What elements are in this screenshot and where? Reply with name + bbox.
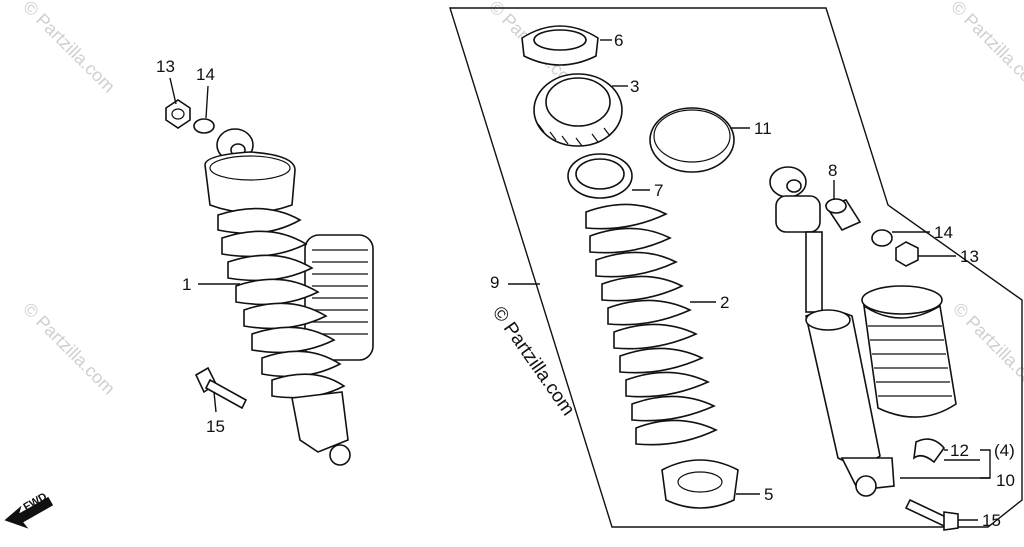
fwd-arrow: FWD <box>4 491 54 529</box>
lower-eye <box>329 444 351 466</box>
watermark-top-right: © Partzilla.com <box>947 0 1024 97</box>
right-bolt-15 <box>904 498 959 531</box>
left-washer-14 <box>193 118 215 134</box>
callout-11: 11 <box>754 119 772 138</box>
clip-12 <box>912 438 946 464</box>
bushing-8 <box>824 198 862 232</box>
callout-14-left: 14 <box>196 65 215 84</box>
callout-qty: (4) <box>994 441 1015 460</box>
left-bolt-15 <box>194 366 248 410</box>
callout-3: 3 <box>630 77 639 96</box>
callout-9: 9 <box>490 273 499 292</box>
callout-14-right: 14 <box>934 223 953 242</box>
watermark-bottom-right: © Partzilla.com <box>949 299 1024 399</box>
rubber-boot <box>861 285 957 418</box>
watermark-bottom-left: © Partzilla.com <box>19 299 119 399</box>
callout-numbers: 1 13 14 15 6 3 11 7 2 9 5 8 14 13 12 (4)… <box>156 31 1015 530</box>
callout-12: 12 <box>950 441 969 460</box>
callout-7: 7 <box>654 181 663 200</box>
right-washer-14 <box>871 229 893 247</box>
callout-2: 2 <box>720 293 729 312</box>
right-nut-13 <box>895 241 919 267</box>
callout-6: 6 <box>614 31 623 50</box>
lower-clevis <box>291 391 349 453</box>
adjuster-ring-3 <box>533 73 623 147</box>
leader-lines <box>169 39 991 521</box>
callout-8: 8 <box>828 161 837 180</box>
watermark-center: © Partzilla.com <box>488 303 579 420</box>
damper-assembly <box>769 166 895 497</box>
callout-1: 1 <box>182 275 191 294</box>
callout-15-left: 15 <box>206 417 225 436</box>
watermark-top-left: © Partzilla.com <box>19 0 119 97</box>
band-11 <box>649 107 735 173</box>
callout-13-left: 13 <box>156 57 175 76</box>
left-nut-13 <box>165 99 191 129</box>
callout-13-right: 13 <box>960 247 979 266</box>
assembled-shock-absorber <box>204 128 374 466</box>
assembled-spring-coils <box>217 207 346 399</box>
seat-ring-7 <box>567 153 633 199</box>
callout-10: 10 <box>996 471 1015 490</box>
lock-nut-6 <box>521 25 599 66</box>
callout-5: 5 <box>764 485 773 504</box>
lower-seat-5 <box>661 459 739 509</box>
spring-2 <box>585 203 718 446</box>
callout-15-right: 15 <box>982 511 1001 530</box>
exploded-group-outline <box>449 7 1023 528</box>
